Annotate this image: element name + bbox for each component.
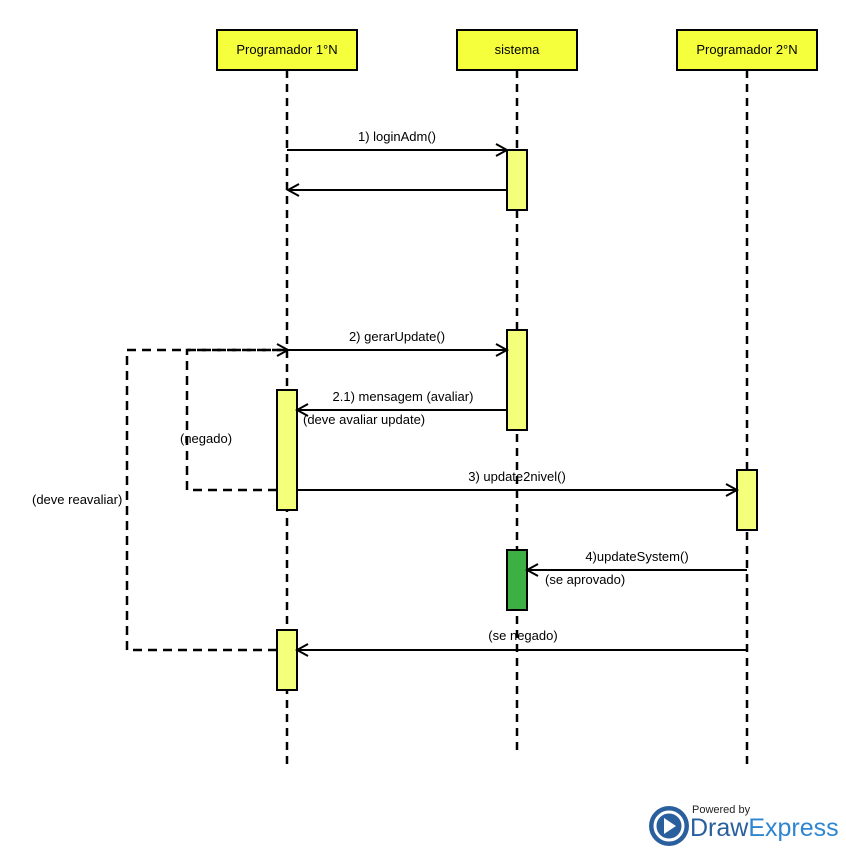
participant-label: Programador 1°N: [236, 42, 337, 57]
drawexpress-logo: Powered by DrawExpress: [649, 804, 839, 846]
loop-deve-reavaliar: [125, 350, 288, 652]
label-deve-reavaliar: (deve reavaliar): [32, 492, 122, 507]
activation-programador-1-b: [276, 629, 298, 691]
message-gerarupdate-label: 2) gerarUpdate(): [349, 329, 445, 344]
participant-programador-1[interactable]: Programador 1°N: [216, 29, 358, 71]
activation-sistema-approved: [506, 549, 528, 611]
activation-programador-2: [736, 469, 758, 531]
label-se-aprovado: (se aprovado): [545, 572, 625, 587]
activation-sistema-2: [506, 329, 528, 431]
message-updatesystem-label: 4)updateSystem(): [585, 549, 688, 564]
powered-by-text: Powered by: [692, 804, 751, 816]
message-mensagem-note: (deve avaliar update): [303, 412, 425, 427]
participant-programador-2[interactable]: Programador 2°N: [676, 29, 818, 71]
message-update2nivel-label: 3) update2nivel(): [468, 469, 566, 484]
activation-programador-1-a: [276, 389, 298, 511]
brand-name: DrawExpress: [690, 814, 839, 842]
participant-sistema[interactable]: sistema: [456, 29, 578, 71]
activation-sistema-1: [506, 149, 528, 211]
loop-negado: [185, 348, 288, 492]
drawexpress-logo-icon: [649, 806, 689, 846]
label-negado: (negado): [180, 431, 232, 446]
message-mensagem-label: 2.1) mensagem (avaliar): [333, 389, 474, 404]
participant-label: Programador 2°N: [696, 42, 797, 57]
participant-label: sistema: [495, 42, 541, 57]
message-loginadm-label: 1) loginAdm(): [358, 129, 436, 144]
label-se-negado: (se negado): [488, 628, 557, 643]
